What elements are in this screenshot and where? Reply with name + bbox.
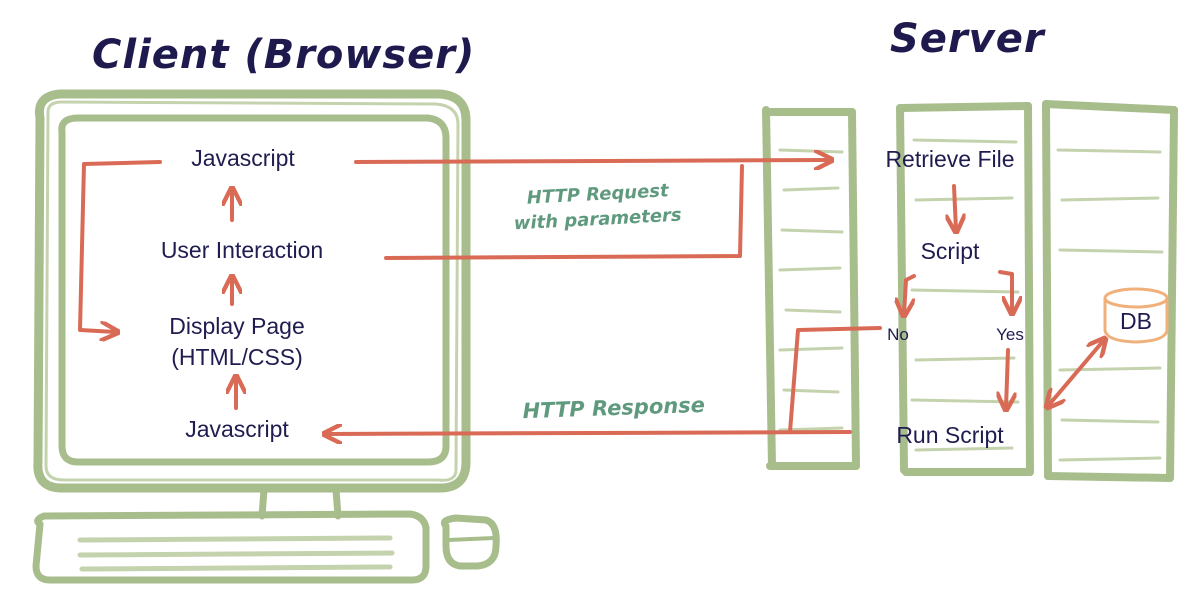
arrow-run-db-bidirectional [1048, 340, 1104, 406]
server-illustration [762, 100, 1178, 482]
http-arrows [326, 160, 882, 434]
arrow-retrieve-to-script [954, 184, 956, 230]
client-title: Client (Browser) [92, 32, 475, 78]
user-interaction-request-line [384, 164, 744, 260]
arrow-script-to-yes [998, 270, 1012, 312]
client-display-page-html-css: (HTML/CSS) [171, 344, 303, 370]
client-user-interaction: User Interaction [161, 237, 323, 263]
arrow-js-loop-to-display [78, 160, 162, 332]
server-title: Server [890, 16, 1046, 62]
server-branch-yes: Yes [996, 325, 1024, 344]
server-branch-no: No [887, 325, 909, 344]
db-label: DB [1120, 308, 1152, 334]
http-response-arrow [326, 432, 852, 434]
monitor-illustration [32, 89, 500, 584]
server-script: Script [921, 238, 980, 264]
client-display-page: Display Page [169, 313, 305, 339]
server-run-script: Run Script [896, 422, 1004, 448]
http-response-label: HTTP Response [522, 393, 705, 423]
arrow-script-to-no [904, 274, 916, 314]
server-retrieve-file: Retrieve File [885, 146, 1014, 172]
client-javascript-top: Javascript [191, 145, 295, 171]
client-flow-arrows [78, 160, 236, 410]
http-request-arrow [354, 160, 830, 162]
no-branch-line [788, 326, 882, 434]
client-javascript-bottom: Javascript [185, 416, 289, 442]
http-request-label: HTTP Request [526, 180, 670, 208]
server-flow-arrows [904, 184, 1104, 408]
db-cylinder-icon [1103, 287, 1169, 344]
arrow-yes-to-run [1006, 348, 1008, 408]
http-request-params-label: with parameters [513, 205, 682, 235]
